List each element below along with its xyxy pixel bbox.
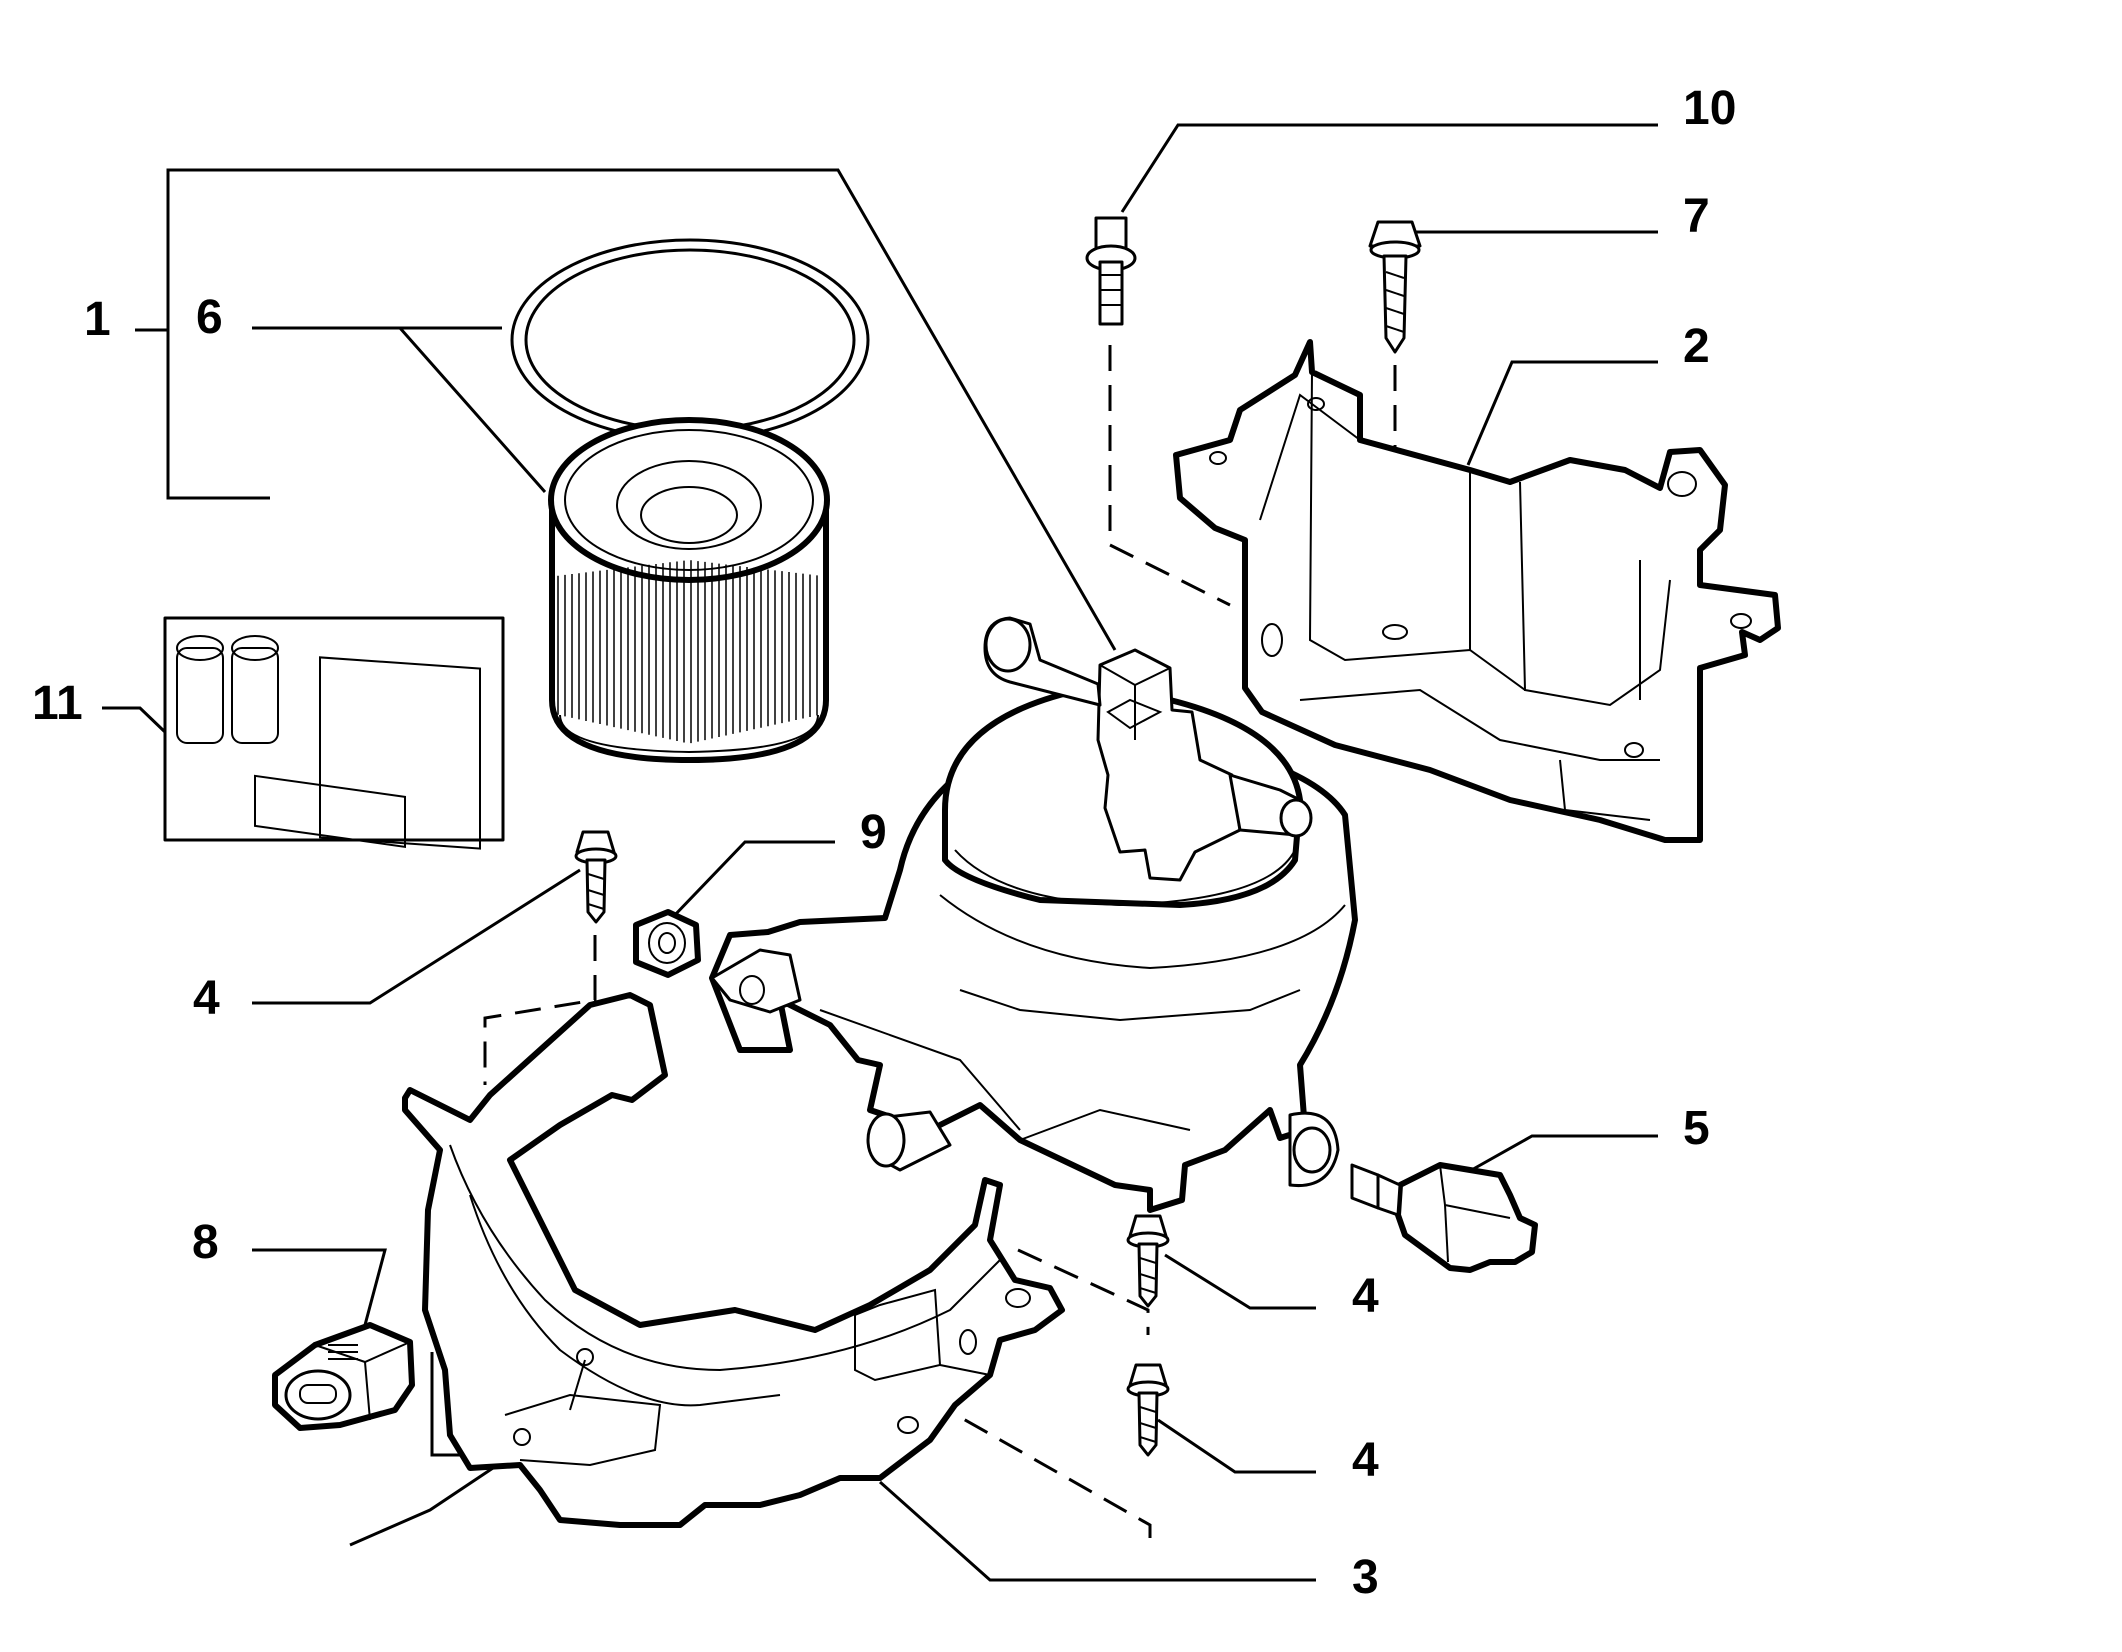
leader-5 [1467, 1134, 1658, 1174]
connector-8 [272, 1322, 415, 1431]
callout-4-a: 4 [193, 972, 220, 1025]
leader-10 [1120, 123, 1658, 213]
leader-3 [879, 1480, 1316, 1582]
callout-1: 1 [84, 293, 111, 346]
callout-labels: 1 2 3 4 4 4 5 6 7 8 9 10 11 [32, 82, 1736, 1604]
callout-11: 11 [32, 677, 83, 730]
callout-10: 10 [1683, 82, 1736, 135]
sensor-5 [1350, 1162, 1538, 1273]
callout-9: 9 [860, 806, 887, 859]
filter-cartridge-6 [510, 238, 870, 763]
dash-bolt-10 [1108, 345, 1231, 607]
callout-2: 2 [1683, 320, 1710, 373]
leader-9 [670, 840, 835, 920]
leader-6 [252, 326, 547, 493]
bolt-4a [574, 830, 618, 924]
leader-8-tail [349, 1448, 521, 1547]
bolt-10 [1085, 216, 1137, 326]
bolt-4b [1126, 1214, 1170, 1308]
filter-pleats [557, 560, 818, 744]
callout-4-c: 4 [1352, 1434, 1379, 1487]
filter-housing [709, 616, 1358, 1213]
leader-4a [252, 868, 581, 1005]
leader-1-bracket [166, 168, 1117, 651]
leader-4c [1157, 1418, 1316, 1474]
bolt-4c [1126, 1363, 1170, 1457]
callout-4-b: 4 [1352, 1270, 1379, 1323]
callout-7: 7 [1683, 190, 1710, 243]
leader-lines [102, 123, 1658, 1582]
callout-5: 5 [1683, 1102, 1710, 1155]
nut-9 [633, 909, 701, 978]
dash-bolt-4c [929, 1398, 1152, 1545]
screw-7 [1368, 220, 1422, 354]
dash-bolt-4a [483, 935, 597, 1085]
callout-3: 3 [1352, 1551, 1379, 1604]
leader-8 [252, 1248, 387, 1326]
leader-4b [1164, 1253, 1316, 1310]
service-kit-11 [163, 616, 505, 850]
leader-2 [1466, 360, 1658, 466]
lower-bracket-3 [402, 992, 1065, 1528]
leader-11 [102, 706, 167, 734]
dash-bolt-4b [1017, 1248, 1150, 1335]
upper-bracket-2 [1173, 339, 1781, 843]
callout-6: 6 [196, 291, 223, 344]
callout-8: 8 [192, 1216, 219, 1269]
